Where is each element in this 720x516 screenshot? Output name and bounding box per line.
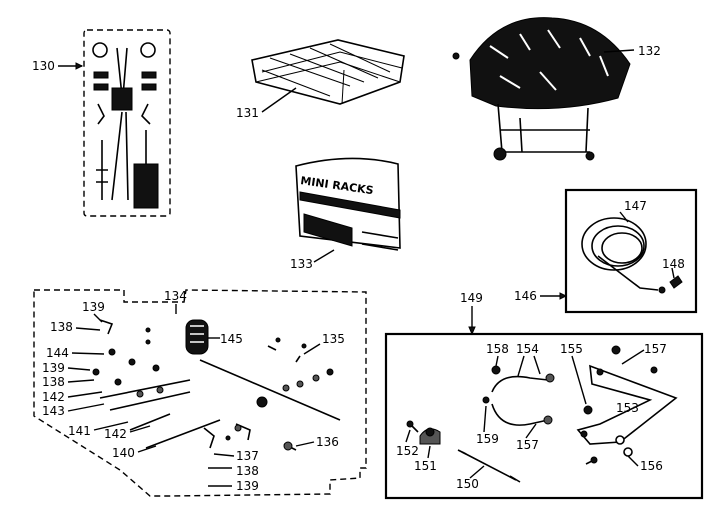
leader-155 [571, 355, 587, 405]
leader-131 [261, 87, 297, 113]
leader-141 [93, 421, 129, 431]
leader-154-a [517, 355, 525, 377]
callout-149: 149 [460, 291, 483, 305]
callout-144: 144 [46, 346, 69, 360]
leader-157-b [621, 349, 645, 365]
box-146 [564, 188, 698, 314]
leader-135 [303, 343, 321, 355]
callout-131: 131 [236, 106, 259, 120]
part-135-spit-rod [199, 337, 341, 421]
leader-143 [67, 403, 105, 412]
leader-142-b [129, 425, 151, 433]
leader-157-a [525, 423, 537, 439]
leader-139-b [67, 367, 91, 371]
part-rotisserie-small-parts [92, 319, 297, 487]
part-131-wire-rack [251, 39, 405, 105]
part-152-screw [406, 420, 419, 433]
callout-139-b: 139 [42, 361, 65, 375]
part-147-coiled-cord [581, 217, 666, 294]
leader-150 [469, 465, 485, 479]
leader-144 [71, 352, 105, 355]
callout-139-a: 139 [82, 300, 105, 314]
callout-143: 143 [42, 404, 65, 418]
callout-157-a: 157 [516, 438, 539, 452]
callout-155: 155 [560, 342, 583, 356]
callout-159: 159 [476, 432, 499, 446]
part-130-utensil-set [83, 29, 171, 217]
part-145-motor [185, 319, 209, 355]
leader-156 [627, 455, 639, 467]
callout-133: 133 [290, 257, 313, 271]
callout-157-b: 157 [644, 342, 667, 356]
leader-147 [619, 211, 629, 223]
callout-156: 156 [640, 459, 663, 473]
callout-140: 140 [112, 446, 135, 460]
leader-148 [671, 267, 675, 279]
leader-133 [313, 249, 335, 263]
leader-159 [483, 405, 487, 433]
leader-139-a [93, 313, 103, 323]
part-132-covered-grill [452, 17, 631, 161]
callout-154: 154 [516, 342, 539, 356]
callout-147: 147 [624, 199, 647, 213]
leader-138-b [67, 379, 95, 383]
part-133-boxed-kit: MINI RACKS [295, 157, 401, 251]
callout-152: 152 [396, 444, 419, 458]
callout-138-a: 138 [50, 320, 73, 334]
callout-158: 158 [486, 342, 509, 356]
leader-158 [495, 355, 499, 367]
part-154-u-bracket [482, 365, 555, 426]
outline-134 [33, 289, 367, 497]
leader-154-b [533, 355, 541, 375]
callout-130: 130 [32, 59, 55, 73]
callout-141: 141 [68, 424, 91, 438]
callout-148: 148 [662, 257, 685, 271]
part-153-strap-bracket [576, 345, 678, 465]
callout-137: 137 [236, 449, 259, 463]
callout-145: 145 [220, 332, 243, 346]
part-151-clamp [419, 427, 441, 445]
callout-138-c: 138 [236, 464, 259, 478]
leader-140 [137, 445, 157, 453]
callout-134: 134 [164, 289, 187, 303]
part-150-threaded-rod [457, 449, 521, 483]
leader-137 [213, 453, 235, 457]
leader-152 [405, 429, 411, 443]
callout-150: 150 [456, 477, 479, 491]
callout-151: 151 [414, 459, 437, 473]
callout-142-a: 142 [42, 390, 65, 404]
part-148-fitting [669, 275, 683, 289]
box-149 [384, 332, 704, 500]
leader-151 [427, 445, 431, 459]
callout-132: 132 [638, 44, 661, 58]
leader-138-a [75, 327, 101, 331]
callout-135: 135 [322, 332, 345, 346]
leader-142-a [67, 391, 103, 398]
callout-146: 146 [514, 289, 537, 303]
callout-142-b: 142 [104, 427, 127, 441]
leader-132 [603, 49, 635, 53]
callout-139-c: 139 [236, 479, 259, 493]
leader-136 [295, 441, 315, 447]
callout-138-b: 138 [42, 375, 65, 389]
callout-136: 136 [316, 435, 339, 449]
callout-153: 153 [616, 401, 639, 415]
